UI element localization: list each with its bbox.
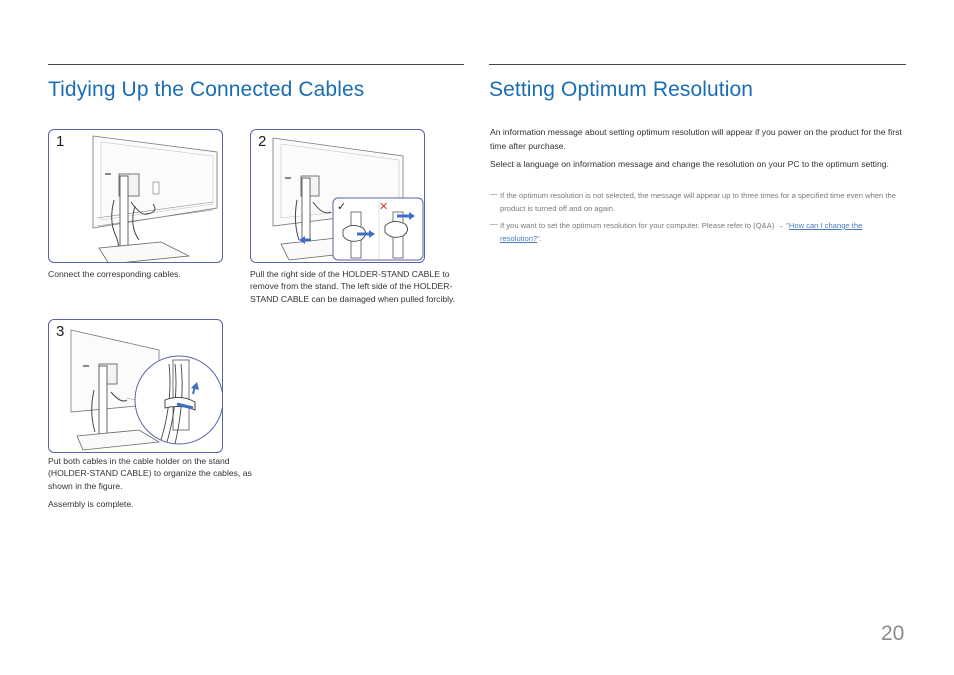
section-title-optimum-resolution: Setting Optimum Resolution — [489, 78, 754, 101]
resolution-paragraph-2: Select a language on information message… — [490, 159, 889, 169]
section-rule-left — [48, 64, 464, 65]
resolution-paragraph-1: An information message about setting opt… — [490, 127, 902, 151]
step-1-caption: Connect the corresponding cables. — [48, 269, 181, 279]
assembly-complete-text: Assembly is complete. — [48, 499, 134, 509]
note-text: If you want to set the optimum resolutio… — [500, 219, 904, 245]
step-3-caption: Put both cables in the cable holder on t… — [48, 456, 252, 491]
note-dash-icon: ― — [490, 189, 498, 198]
figure-step-3: 3 — [48, 319, 223, 453]
correct-mark-icon: ✓ — [337, 201, 347, 213]
section-title-tidying-cables: Tidying Up the Connected Cables — [48, 78, 365, 101]
figure-step-2: 2 ✓ ✕ — [250, 129, 425, 263]
note-text: If the optimum resolution is not selecte… — [500, 191, 896, 213]
note-text-after: ". — [537, 234, 542, 243]
step-number-1: 1 — [56, 133, 65, 150]
resolution-help-link[interactable]: How can I change the resolution? — [500, 221, 863, 243]
note-text-before: If you want to set the optimum resolutio… — [500, 221, 789, 230]
figure-step-1: 1 — [48, 129, 223, 263]
step-number-3: 3 — [56, 323, 65, 340]
monitor-cable-illustration-1 — [92, 135, 218, 262]
resolution-note-1: ― If the optimum resolution is not selec… — [490, 189, 904, 215]
step-number-2: 2 — [258, 133, 267, 150]
monitor-cable-illustration-3 — [70, 329, 222, 451]
note-dash-icon: ― — [490, 219, 498, 228]
section-rule-right — [489, 64, 906, 65]
monitor-cable-illustration-2 — [272, 137, 424, 261]
resolution-note-2: ― If you want to set the optimum resolut… — [490, 219, 904, 245]
wrong-mark-icon: ✕ — [379, 201, 389, 213]
page-number: 20 — [881, 622, 905, 645]
step-2-caption: Pull the right side of the HOLDER-STAND … — [250, 269, 456, 304]
